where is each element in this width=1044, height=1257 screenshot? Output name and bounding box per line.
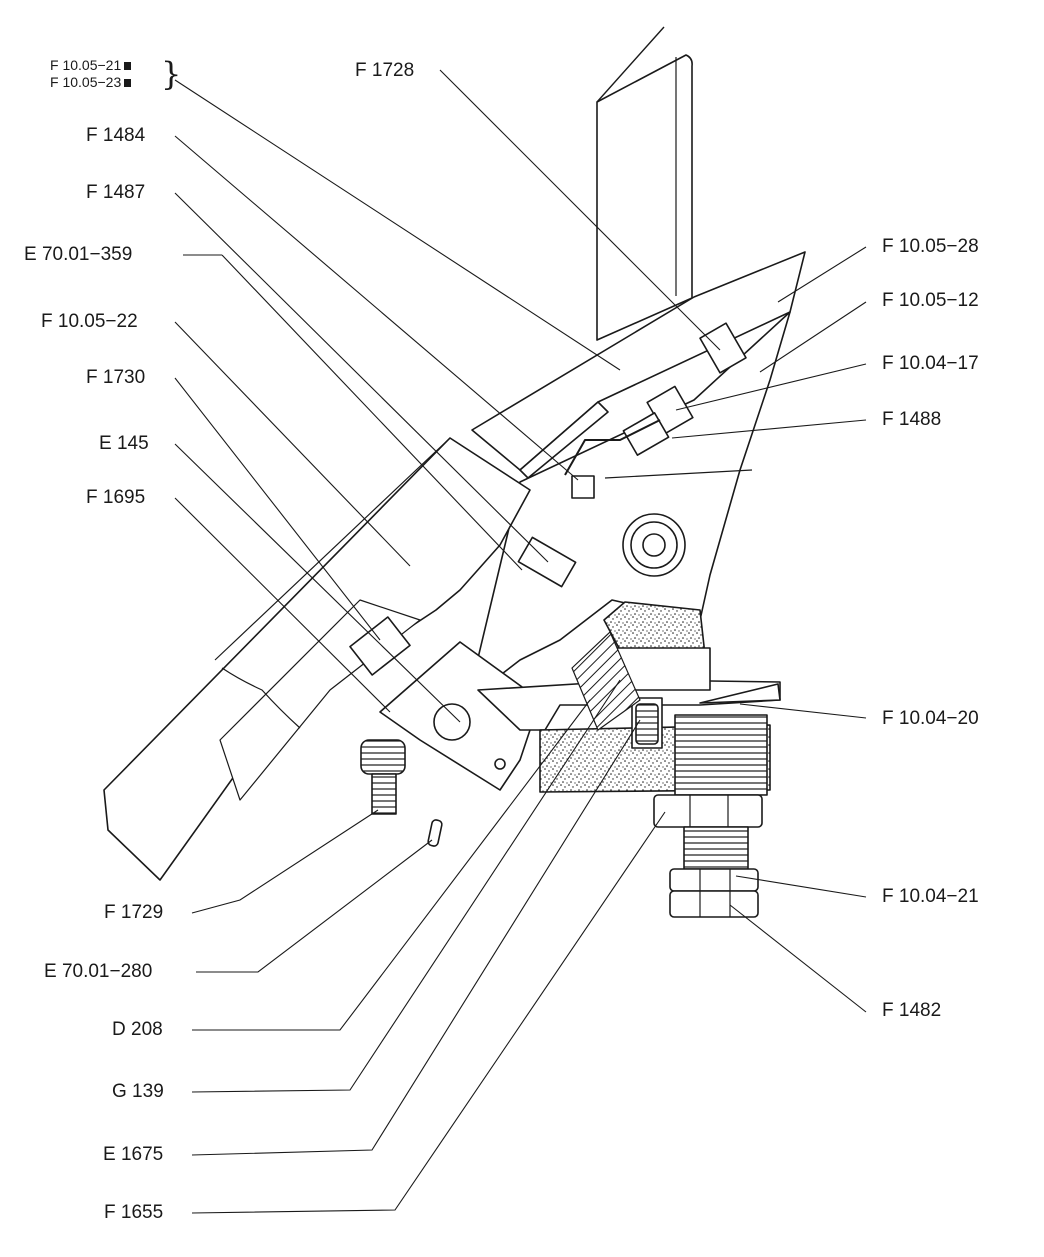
callout-f-1487: F 1487 xyxy=(86,182,146,203)
callout-f-10-05-21: F 10.05−21 xyxy=(50,57,132,73)
foot-tab xyxy=(699,683,781,704)
blade-crease xyxy=(214,437,451,661)
spring xyxy=(571,631,641,731)
leader-f-10-05-28 xyxy=(777,246,867,303)
leader-f-1695 xyxy=(174,497,391,713)
clip-small xyxy=(571,475,595,499)
leader-f-1484 xyxy=(174,135,579,481)
leader-f-10-04-21 xyxy=(735,875,867,898)
brace-icon: } xyxy=(161,55,182,93)
leader-f-10-04-20 xyxy=(739,703,867,719)
leader-f-1730 xyxy=(174,377,381,641)
leader-e-145 xyxy=(174,443,461,723)
set-screw xyxy=(635,703,659,745)
callout-f-10-04-17: F 10.04−17 xyxy=(882,353,979,374)
callout-f-10-04-21: F 10.04−21 xyxy=(882,886,979,907)
callout-e-70-01-280: E 70.01−280 xyxy=(44,961,153,982)
callout-f-1729: F 1729 xyxy=(104,902,164,923)
cap-nut xyxy=(669,890,759,918)
callout-g-139: G 139 xyxy=(112,1081,164,1102)
clip-blade xyxy=(349,616,411,676)
callout-d-208: D 208 xyxy=(112,1019,163,1040)
leader-f-1487 xyxy=(174,192,549,563)
clip-cross xyxy=(517,536,577,588)
upper-block xyxy=(603,601,706,656)
leader-f-10-05-21 xyxy=(174,79,621,371)
callout-e-70-01-359: E 70.01−359 xyxy=(24,244,133,265)
small-pin xyxy=(427,819,443,847)
bracket-fold-line xyxy=(604,469,753,479)
blade-break xyxy=(221,667,301,729)
leader-f-1655 xyxy=(191,811,666,1214)
callout-f-1730: F 1730 xyxy=(86,367,146,388)
back-plate xyxy=(596,54,693,341)
main-bracket xyxy=(467,311,791,701)
callout-e-1675: E 1675 xyxy=(103,1144,164,1165)
leader-f-1482 xyxy=(729,904,867,1013)
callout-f-10-05-28: F 10.05−28 xyxy=(882,236,979,257)
knurled-shank xyxy=(371,773,397,815)
callout-e-145: E 145 xyxy=(99,433,149,454)
callout-f-1482: F 1482 xyxy=(882,1000,942,1021)
leader-e-70-01-280 xyxy=(196,839,433,973)
clip-upper xyxy=(699,322,747,374)
pivot-boss-hole xyxy=(642,533,666,557)
callout-f-1484: F 1484 xyxy=(86,125,146,146)
lock-nut xyxy=(669,868,759,892)
leader-e-70-01-359-b xyxy=(221,254,523,571)
leader-f-10-05-12 xyxy=(759,301,867,373)
stem-thread xyxy=(683,826,749,870)
cover-lip xyxy=(519,401,609,479)
square-marker-icon xyxy=(124,62,132,70)
callout-f-10-05-23: F 10.05−23 xyxy=(50,74,132,90)
callout-f-1695: F 1695 xyxy=(86,487,146,508)
threaded-stud xyxy=(674,714,768,796)
leader-f-10-05-22 xyxy=(174,321,411,567)
leader-e-1675 xyxy=(191,719,641,1156)
callout-f-1728: F 1728 xyxy=(355,60,415,81)
leader-f-1488 xyxy=(671,419,867,439)
leader-f-10-04-17 xyxy=(675,363,867,411)
callout-f-10-05-21-text: F 10.05−21 xyxy=(50,57,122,73)
large-nut xyxy=(653,794,763,828)
callout-f-10-05-22: F 10.05−22 xyxy=(41,311,138,332)
leader-f-1729 xyxy=(191,809,379,914)
callout-f-1488: F 1488 xyxy=(882,409,942,430)
leader-d-208 xyxy=(192,699,591,1031)
callout-f-1655: F 1655 xyxy=(104,1202,164,1223)
knurled-head xyxy=(360,739,406,775)
leader-f-1728 xyxy=(439,69,721,351)
square-marker-icon xyxy=(124,79,132,87)
back-plate-tip-line xyxy=(596,26,665,103)
plate-hole-large xyxy=(433,703,471,741)
callout-f-10-05-12: F 10.05−12 xyxy=(882,290,979,311)
hook-wire xyxy=(564,419,661,476)
callout-f-10-04-20: F 10.04−20 xyxy=(882,708,979,729)
leader-g-139 xyxy=(191,679,621,1093)
plate-hole-small xyxy=(494,758,506,770)
callout-f-10-05-23-text: F 10.05−23 xyxy=(50,74,122,90)
clip-lower xyxy=(622,412,670,456)
